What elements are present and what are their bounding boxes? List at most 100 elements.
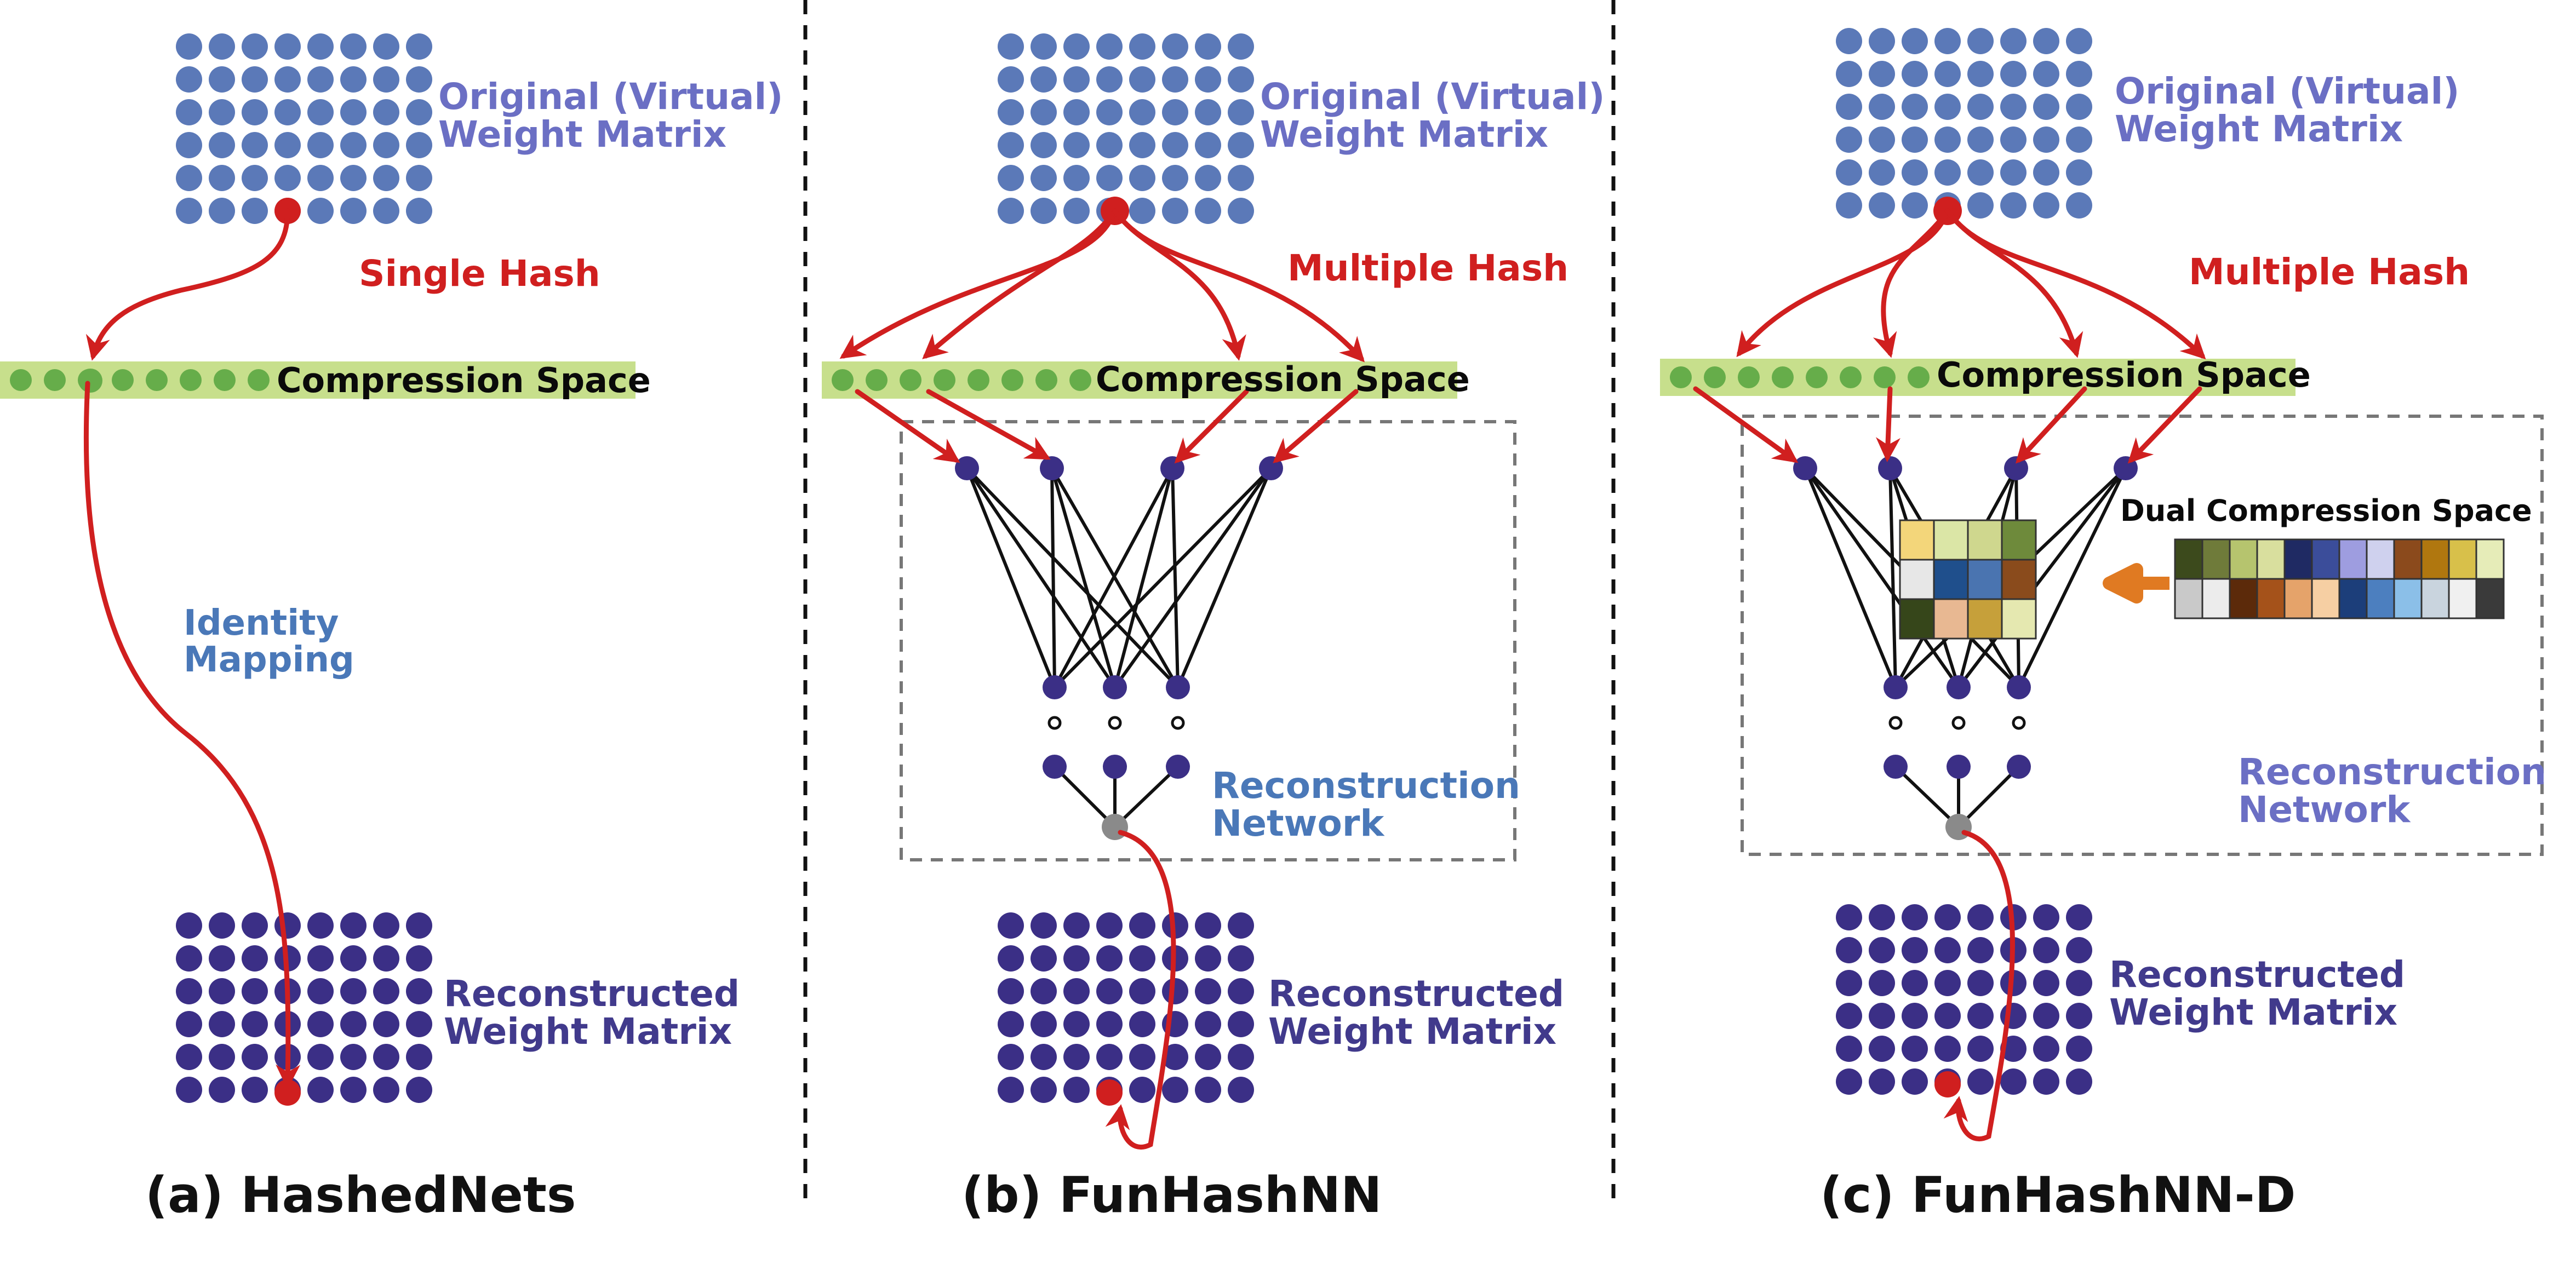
matrix-dot bbox=[176, 132, 202, 158]
compression-cell bbox=[1806, 366, 1828, 388]
matrix-dot bbox=[274, 132, 301, 158]
matrix-dot bbox=[1967, 1036, 1994, 1062]
panel-a-graphics bbox=[0, 33, 636, 1106]
dual-cell bbox=[2311, 538, 2340, 580]
compression-cell bbox=[10, 369, 32, 391]
network-colour-grid bbox=[1899, 519, 2037, 640]
matrix-dot bbox=[242, 1044, 268, 1070]
original-label-line2: Weight Matrix bbox=[2115, 108, 2403, 151]
matrix-dot bbox=[998, 912, 1024, 939]
network-input-node bbox=[955, 456, 979, 480]
reconstructed-weight-dot bbox=[1934, 1071, 1961, 1097]
reconstruction-network-box bbox=[900, 420, 1516, 861]
matrix-dot bbox=[242, 99, 268, 125]
matrix-dot bbox=[1096, 165, 1123, 191]
matrix-dot bbox=[406, 1077, 432, 1103]
network-edge bbox=[1053, 467, 1174, 688]
matrix-dot bbox=[340, 945, 367, 972]
matrix-dot bbox=[209, 978, 235, 1004]
matrix-dot bbox=[373, 132, 399, 158]
matrix-dot bbox=[242, 945, 268, 972]
reconstructed-label-line2: Weight Matrix bbox=[1268, 1010, 1557, 1053]
matrix-dot bbox=[373, 198, 399, 224]
network-hidden-node bbox=[1884, 675, 1908, 699]
network-last-hidden-node bbox=[2007, 755, 2031, 779]
matrix-dot bbox=[242, 978, 268, 1004]
matrix-dot bbox=[1096, 132, 1123, 158]
compression-cell bbox=[1069, 369, 1091, 391]
cell-to-node-arrow-2 bbox=[926, 389, 1051, 460]
matrix-dot bbox=[1869, 937, 1895, 963]
network-edge bbox=[1888, 468, 1897, 688]
matrix-dot bbox=[2033, 904, 2059, 930]
network-label-line1: Reconstruction bbox=[1212, 765, 1521, 807]
network-edge bbox=[1171, 468, 1180, 688]
matrix-dot bbox=[1869, 192, 1895, 219]
matrix-dot bbox=[1967, 28, 1994, 54]
matrix-dot bbox=[1967, 94, 1994, 120]
matrix-dot bbox=[242, 1077, 268, 1103]
network-hidden-node bbox=[1103, 675, 1127, 699]
matrix-dot bbox=[1934, 127, 1961, 153]
dual-cell bbox=[2420, 578, 2450, 619]
matrix-dot bbox=[2033, 28, 2059, 54]
cell-to-node-arrow-3 bbox=[1174, 389, 1249, 464]
matrix-dot bbox=[307, 66, 334, 93]
matrix-dot bbox=[1063, 33, 1090, 60]
compression-cell bbox=[146, 369, 168, 391]
matrix-dot bbox=[1162, 132, 1188, 158]
dual-cell bbox=[2448, 578, 2477, 619]
matrix-dot bbox=[176, 99, 202, 125]
matrix-dot bbox=[1096, 1044, 1123, 1070]
matrix-dot bbox=[1902, 904, 1928, 930]
matrix-dot bbox=[1096, 66, 1123, 93]
matrix-dot bbox=[998, 198, 1024, 224]
dual-cell bbox=[2201, 578, 2231, 619]
matrix-dot bbox=[209, 1077, 235, 1103]
matrix-dot bbox=[1195, 978, 1221, 1004]
matrix-dot bbox=[1836, 28, 1862, 54]
matrix-dot bbox=[1063, 912, 1090, 939]
matrix-dot bbox=[1967, 159, 1994, 186]
compression-cell bbox=[900, 369, 921, 391]
panel-hashednets: Original (Virtual) Weight Matrix Single … bbox=[0, 0, 858, 1270]
matrix-dot bbox=[2000, 28, 2027, 54]
matrix-dot bbox=[1195, 1044, 1221, 1070]
matrix-dot bbox=[1063, 1011, 1090, 1037]
matrix-dot bbox=[1934, 1036, 1961, 1062]
matrix-dot bbox=[1967, 904, 1994, 930]
network-edge bbox=[1050, 468, 1056, 688]
matrix-dot bbox=[209, 165, 235, 191]
compression-cell bbox=[180, 369, 202, 391]
hash-arrow-1 bbox=[1736, 208, 1950, 358]
matrix-dot bbox=[1129, 165, 1155, 191]
matrix-dot bbox=[274, 66, 301, 93]
network-ellipsis-ring bbox=[1951, 716, 1966, 730]
matrix-dot bbox=[1869, 1068, 1895, 1095]
matrix-dot bbox=[1096, 1011, 1123, 1037]
network-ellipsis-ring bbox=[1108, 716, 1122, 730]
network-hidden-node bbox=[1166, 675, 1190, 699]
reconstructed-weight-dot bbox=[1096, 1079, 1123, 1106]
reconstruction-network-label: Reconstruction Network bbox=[2238, 753, 2546, 829]
matrix-dot bbox=[1162, 165, 1188, 191]
matrix-dot bbox=[998, 1077, 1024, 1103]
matrix-dot bbox=[1096, 33, 1123, 60]
reconstructed-weight-dot bbox=[274, 1079, 301, 1106]
matrix-dot bbox=[373, 165, 399, 191]
matrix-dot bbox=[1195, 198, 1221, 224]
matrix-dot bbox=[1228, 1077, 1254, 1103]
matrix-dot bbox=[1902, 61, 1928, 87]
matrix-dot bbox=[1934, 94, 1961, 120]
matrix-dot bbox=[2066, 937, 2092, 963]
matrix-dot bbox=[242, 165, 268, 191]
matrix-dot bbox=[1934, 28, 1961, 54]
matrix-dot bbox=[2066, 127, 2092, 153]
matrix-dot bbox=[1129, 912, 1155, 939]
reconstructed-weight-matrix bbox=[1836, 904, 2092, 1095]
dual-cell bbox=[2229, 578, 2258, 619]
cell-to-node-arrow-3 bbox=[2015, 386, 2087, 464]
matrix-dot bbox=[373, 99, 399, 125]
compression-cell bbox=[1840, 366, 1862, 388]
compression-space bbox=[0, 361, 636, 399]
